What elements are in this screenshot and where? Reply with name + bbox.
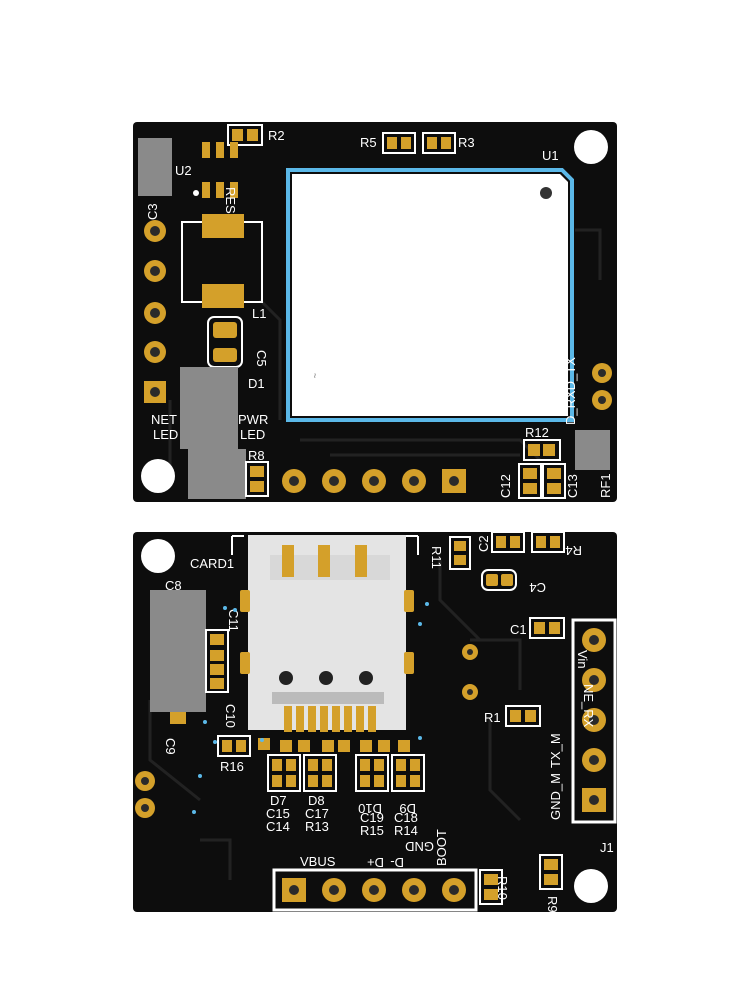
label-c17: C17 xyxy=(305,806,329,821)
label-card1: CARD1 xyxy=(190,556,234,571)
label-r1: R1 xyxy=(484,710,501,725)
top-board: R2 R5 R3 U1 C3 U2 RESET L1 xyxy=(133,122,617,502)
vias xyxy=(192,602,429,814)
component-group-d8 xyxy=(303,754,337,792)
label-boot: BOOT xyxy=(434,829,449,866)
label-vbus: VBUS xyxy=(300,854,336,869)
label-pwr: PWR xyxy=(238,412,268,427)
placeholder-block xyxy=(138,138,172,196)
label-c9: C9 xyxy=(163,738,178,755)
label-r12: R12 xyxy=(525,425,549,440)
label-d8: D8 xyxy=(308,793,325,808)
placeholder-block xyxy=(180,367,238,449)
label-u1: U1 xyxy=(542,148,559,163)
label-c15: C15 xyxy=(266,806,290,821)
label-vin: Vin xyxy=(575,650,590,669)
component-group-d10 xyxy=(355,754,389,792)
mount-hole xyxy=(574,130,608,164)
sim-card-socket xyxy=(231,535,419,732)
label-d1: D1 xyxy=(248,376,265,391)
u1-module: ~ xyxy=(286,168,574,422)
mount-hole xyxy=(141,539,175,573)
label-r16: R16 xyxy=(220,759,244,774)
label-r15: R15 xyxy=(360,823,384,838)
label-c2: C2 xyxy=(476,535,491,552)
label-ne-rx: NE_RX xyxy=(581,684,596,728)
label-r5: R5 xyxy=(360,135,377,150)
placeholder-block xyxy=(575,430,610,470)
component-group-d7 xyxy=(267,754,301,792)
label-d7: D7 xyxy=(270,793,287,808)
label-c18: C18 xyxy=(394,810,418,825)
label-pwr-led: LED xyxy=(240,427,265,442)
label-d9: D9 xyxy=(399,801,416,816)
label-c10: C10 xyxy=(223,704,238,728)
label-l1: L1 xyxy=(252,306,266,321)
label-gnd: GND xyxy=(405,839,434,854)
label-r11: R11 xyxy=(429,546,444,569)
label-d-minus: D- xyxy=(390,855,404,870)
label-r4: R4 xyxy=(565,543,582,558)
component-group-d9 xyxy=(391,754,425,792)
label-r13: R13 xyxy=(305,819,329,834)
label-c14: C14 xyxy=(266,819,290,834)
label-d10: D10 xyxy=(358,801,382,816)
label-c13: C13 xyxy=(565,474,580,498)
label-c8: C8 xyxy=(165,578,182,593)
placeholder-block xyxy=(150,590,206,712)
usb-header xyxy=(272,868,478,912)
label-tx-m: TX_M xyxy=(548,733,563,768)
label-c5: C5 xyxy=(254,350,269,367)
label-r3: R3 xyxy=(458,135,475,150)
label-c19: C19 xyxy=(360,810,384,825)
label-gnd-m: GND_M xyxy=(548,773,563,820)
mount-hole xyxy=(141,459,175,493)
left-header xyxy=(144,220,166,403)
label-c12: C12 xyxy=(498,474,513,498)
label-rxd-tx: D_RXD_TX xyxy=(563,357,578,425)
label-c4: C4 xyxy=(529,580,546,595)
u2-chip xyxy=(193,142,238,198)
label-u2: U2 xyxy=(175,163,192,178)
label-c1: C1 xyxy=(510,622,527,637)
placeholder-block xyxy=(188,449,246,499)
top-bottom-header xyxy=(282,469,466,493)
svg-text:~: ~ xyxy=(310,373,320,378)
j1-header xyxy=(571,618,617,824)
label-r9: R9 xyxy=(545,896,560,913)
label-r10: R10 xyxy=(495,876,510,900)
label-c3: C3 xyxy=(145,203,160,220)
label-net-led: LED xyxy=(153,427,178,442)
label-r2: R2 xyxy=(268,128,285,143)
label-c11: C11 xyxy=(226,609,241,632)
label-r14: R14 xyxy=(394,823,418,838)
label-d-plus: D+ xyxy=(367,855,384,870)
label-net: NET xyxy=(151,412,177,427)
label-j1: J1 xyxy=(600,840,614,855)
pad-row xyxy=(258,738,410,752)
bottom-board: CARD1 xyxy=(133,531,617,913)
mount-hole xyxy=(574,869,608,903)
label-r8: R8 xyxy=(248,448,265,463)
label-rf1: RF1 xyxy=(598,473,613,498)
